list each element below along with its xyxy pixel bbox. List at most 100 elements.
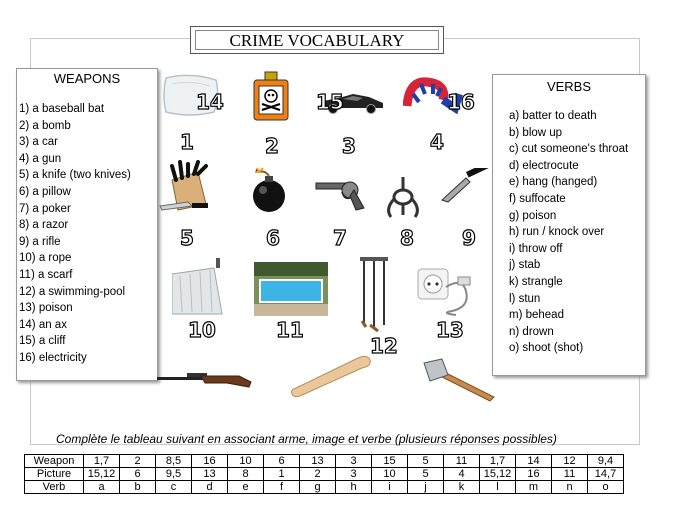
weapons-box: WEAPONS 1) a baseball bat 2) a bomb 3) a… [16, 68, 158, 381]
table-cell: 13 [299, 454, 336, 468]
weapon-item: 5) a knife (two knives) [19, 169, 131, 182]
weapons-list: 1) a baseball bat 2) a bomb 3) a car 4) … [17, 101, 157, 367]
table-cell: 12 [551, 454, 588, 468]
picture-number-label: 16 [446, 89, 475, 114]
table-cell: 11 [551, 467, 588, 481]
table-cell: 3 [335, 454, 372, 468]
table-row-weapon: Weapon 1,7 2 8,5 16 10 6 13 3 15 5 11 1,… [24, 454, 624, 468]
picture-number-label: 3 [341, 133, 356, 158]
table-cell: 13 [191, 467, 228, 481]
verb-item: h) run / knock over [509, 226, 605, 239]
pillow-picture [163, 74, 219, 116]
poker-picture [360, 257, 388, 333]
verb-item: m) behead [509, 309, 564, 322]
verb-item: l) stun [509, 292, 541, 305]
car-picture [319, 94, 383, 114]
table-cell: l [479, 480, 516, 494]
table-cell: g [299, 480, 336, 494]
verb-item: b) blow up [509, 126, 563, 139]
verbs-list: a) batter to death b) blow up c) cut som… [493, 108, 645, 357]
baseball-bat-picture [291, 355, 371, 398]
verb-item: i) throw off [509, 242, 563, 255]
verb-item: c) cut someone's throat [509, 143, 629, 156]
table-cell: 16 [515, 467, 552, 481]
weapon-item: 14) an ax [19, 318, 67, 331]
table-cell: 15,12 [479, 467, 516, 481]
table-cell: 10 [227, 454, 264, 468]
verb-item: a) batter to death [509, 110, 597, 122]
picture-number-label: 13 [435, 317, 464, 342]
weapon-item: 15) a cliff [19, 335, 66, 348]
swimming-pool-picture [254, 262, 328, 316]
table-cell: e [227, 480, 264, 494]
table-cell: k [443, 480, 480, 494]
picture-number-label: 1 [179, 129, 194, 154]
table-cell: 1,7 [83, 454, 120, 468]
weapon-item: 10) a rope [19, 252, 72, 265]
verb-item: f) suffocate [509, 192, 566, 205]
table-cell: j [407, 480, 444, 494]
verb-item: n) drown [509, 325, 554, 338]
table-cell: 11 [443, 454, 480, 468]
verb-item: o) shoot (shot) [509, 342, 584, 355]
table-row-picture: Picture 15,12 6 9,5 13 8 1 2 3 10 5 4 15… [24, 467, 624, 481]
picture-number-label: 11 [275, 317, 304, 342]
razor-picture [441, 168, 493, 203]
verb-item: g) poison [509, 209, 557, 222]
picture-number-label: 9 [461, 225, 476, 250]
table-row-verb: Verb a b c d e f g h i j k l m n o [24, 480, 624, 494]
weapon-item: 13) poison [19, 302, 73, 315]
weapon-item: 7) a poker [19, 202, 71, 215]
table-cell: 8 [227, 467, 264, 481]
verb-item: e) hang (hanged) [509, 176, 598, 189]
verb-item: k) strangle [509, 275, 563, 288]
table-cell: 6 [263, 454, 300, 468]
rifle-picture [157, 373, 252, 388]
table-cell: 10 [371, 467, 408, 481]
table-cell: m [515, 480, 552, 494]
table-cell: 15 [371, 454, 408, 468]
weapon-item: 3) a car [19, 136, 58, 149]
weapon-item: 2) a bomb [19, 119, 71, 132]
electricity-picture [417, 268, 471, 316]
table-cell: c [155, 480, 192, 494]
gun-picture [315, 181, 365, 211]
table-cell: 9,4 [587, 454, 624, 468]
cliff-picture [172, 258, 223, 315]
table-cell: 3 [335, 467, 372, 481]
picture-number-label: 12 [369, 333, 398, 358]
verb-item: j) stab [509, 259, 541, 272]
weapon-item: 11) a scarf [19, 268, 73, 281]
instruction-text: Complète le tableau suivant en associant… [56, 432, 557, 446]
picture-number-label: 7 [332, 225, 347, 250]
ax-picture [423, 358, 495, 402]
row-label: Weapon [24, 454, 84, 468]
knife-block-picture [159, 160, 208, 211]
weapon-item: 8) a razor [19, 219, 69, 232]
page-title: CRIME VOCABULARY [190, 26, 444, 54]
table-cell: d [191, 480, 228, 494]
title-text: CRIME VOCABULARY [195, 30, 439, 50]
table-cell: h [335, 480, 372, 494]
table-cell: f [263, 480, 300, 494]
weapons-heading: WEAPONS [53, 71, 121, 86]
table-cell: 1 [263, 467, 300, 481]
picture-number-label: 8 [399, 225, 414, 250]
scarf-picture [403, 77, 463, 114]
weapon-item: 12) a swimming-pool [19, 285, 126, 298]
table-cell: 16 [191, 454, 228, 468]
table-cell: 8,5 [155, 454, 192, 468]
weapon-item: 9) a rifle [19, 235, 61, 248]
table-cell: 2 [299, 467, 336, 481]
weapon-item: 16) electricity [19, 351, 87, 364]
weapon-item: 4) a gun [19, 152, 62, 165]
verb-item: d) electrocute [509, 159, 579, 172]
table-cell: 5 [407, 454, 444, 468]
picture-number-label: 10 [187, 317, 216, 342]
weapon-item: 1) a baseball bat [19, 103, 105, 115]
table-cell: b [119, 480, 156, 494]
table-cell: n [551, 480, 588, 494]
table-cell: 1,7 [479, 454, 516, 468]
poison-picture [253, 71, 289, 121]
verbs-heading: VERBS [546, 79, 592, 94]
